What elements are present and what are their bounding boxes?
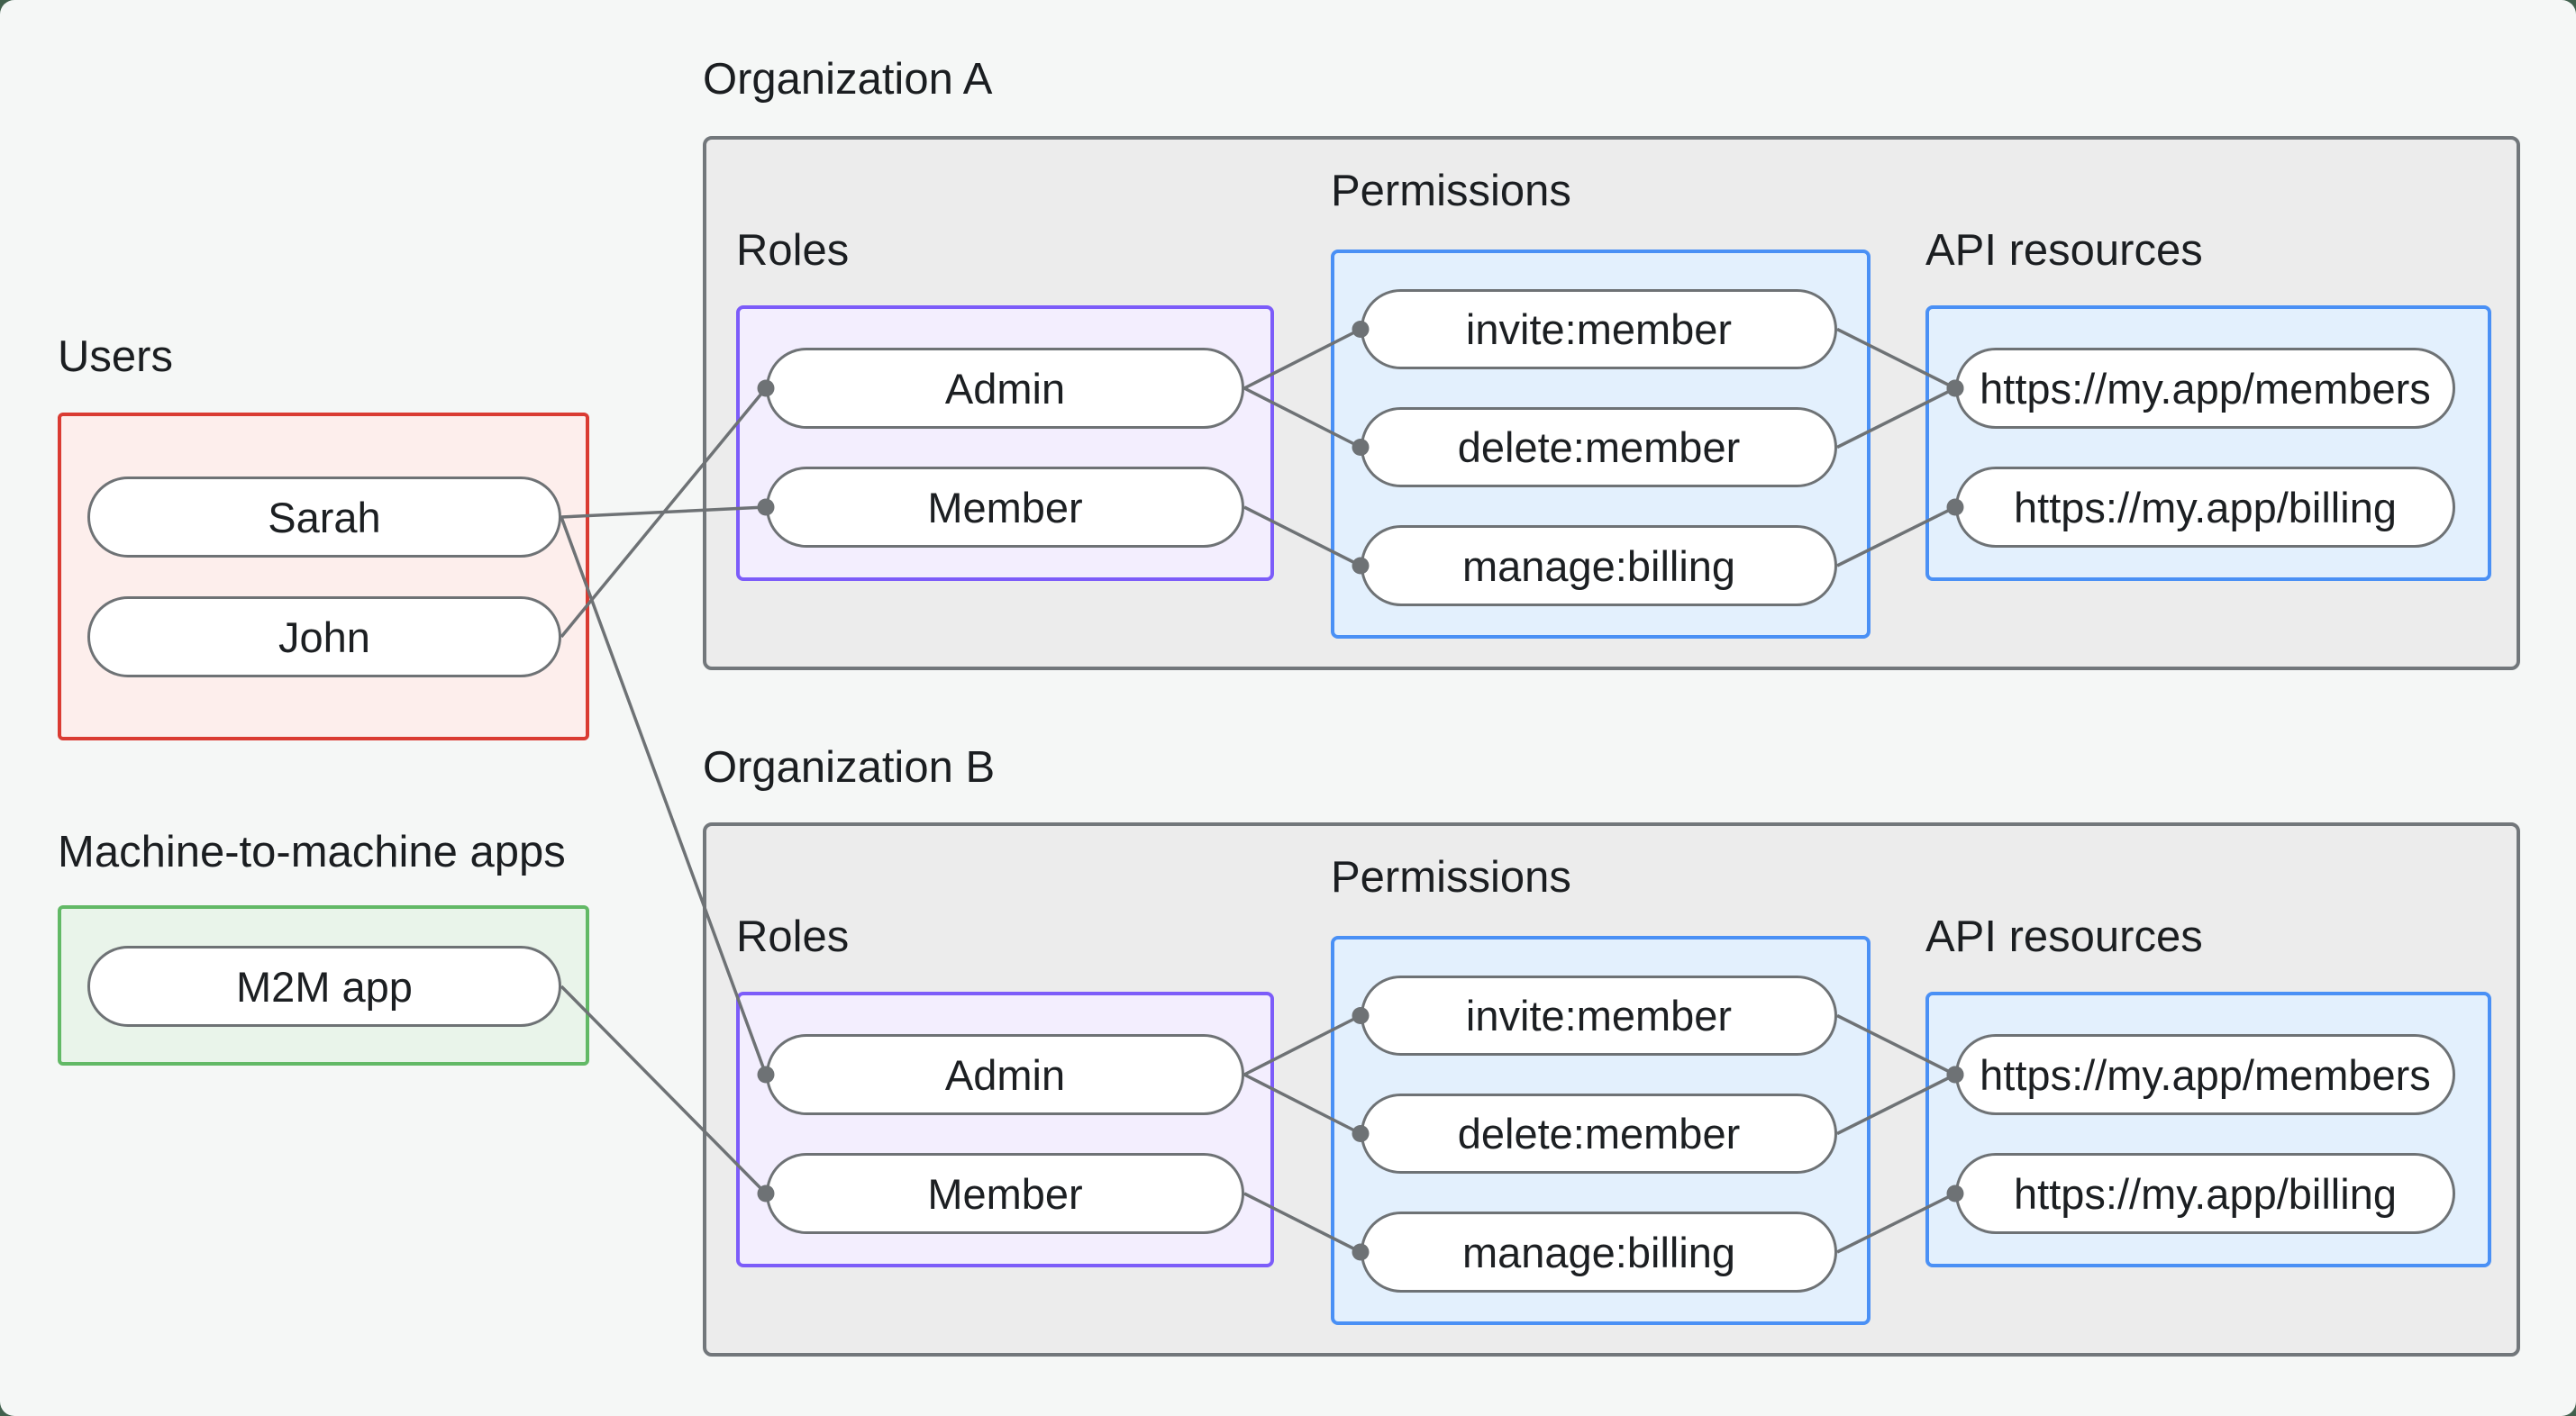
api-resource-label: https://my.app/billing <box>2014 483 2397 531</box>
org-a-permission-invite-member: invite:member <box>1361 289 1837 369</box>
permission-label: manage:billing <box>1461 1228 1736 1276</box>
org-b-role-member: Member <box>766 1153 1244 1234</box>
user-node-sarah: Sarah <box>87 477 561 558</box>
org-b-roles-label: Roles <box>736 912 850 961</box>
org-b-permissions-label: Permissions <box>1331 853 1571 902</box>
permission-label: invite:member <box>1465 305 1733 353</box>
m2m-group-label: Machine-to-machine apps <box>58 828 566 876</box>
org-a-permission-delete-member: delete:member <box>1361 407 1837 487</box>
api-resource-label: https://my.app/billing <box>2014 1169 2397 1218</box>
m2m-node-label: M2M app <box>236 962 413 1011</box>
org-a-role-admin: Admin <box>766 348 1244 429</box>
org-b-permission-manage-billing: manage:billing <box>1361 1212 1837 1293</box>
permission-label: invite:member <box>1465 992 1733 1039</box>
api-resource-label: https://my.app/members <box>1980 1050 2431 1099</box>
role-label: Member <box>927 1169 1083 1218</box>
permission-label: manage:billing <box>1461 541 1736 590</box>
role-label: Member <box>927 483 1083 531</box>
permission-label: delete:member <box>1457 1110 1741 1157</box>
users-group-box <box>58 413 589 740</box>
user-node-label: Sarah <box>268 493 381 541</box>
org-a-roles-label: Roles <box>736 226 850 275</box>
org-b-api-members-url: https://my.app/members <box>1955 1034 2455 1115</box>
org-a-permission-manage-billing: manage:billing <box>1361 525 1837 606</box>
m2m-app-node: M2M app <box>87 946 561 1027</box>
api-resource-label: https://my.app/members <box>1980 364 2431 413</box>
org-b-api-resources-label: API resources <box>1925 912 2203 961</box>
role-label: Admin <box>944 1050 1066 1099</box>
org-a-title: Organization A <box>703 55 993 104</box>
users-group-label: Users <box>58 332 173 381</box>
org-a-role-member: Member <box>766 467 1244 548</box>
role-label: Admin <box>944 364 1066 413</box>
org-b-permission-delete-member: delete:member <box>1361 1094 1837 1174</box>
org-b-permission-invite-member: invite:member <box>1361 976 1837 1056</box>
org-a-api-billing-url: https://my.app/billing <box>1955 467 2455 548</box>
org-a-api-resources-label: API resources <box>1925 226 2203 275</box>
org-a-api-members-url: https://my.app/members <box>1955 348 2455 429</box>
org-b-role-admin: Admin <box>766 1034 1244 1115</box>
org-b-title: Organization B <box>703 743 996 792</box>
org-b-api-billing-url: https://my.app/billing <box>1955 1153 2455 1234</box>
user-node-john: John <box>87 596 561 677</box>
org-a-permissions-label: Permissions <box>1331 167 1571 215</box>
user-node-label: John <box>278 613 370 661</box>
permission-label: delete:member <box>1457 423 1741 471</box>
